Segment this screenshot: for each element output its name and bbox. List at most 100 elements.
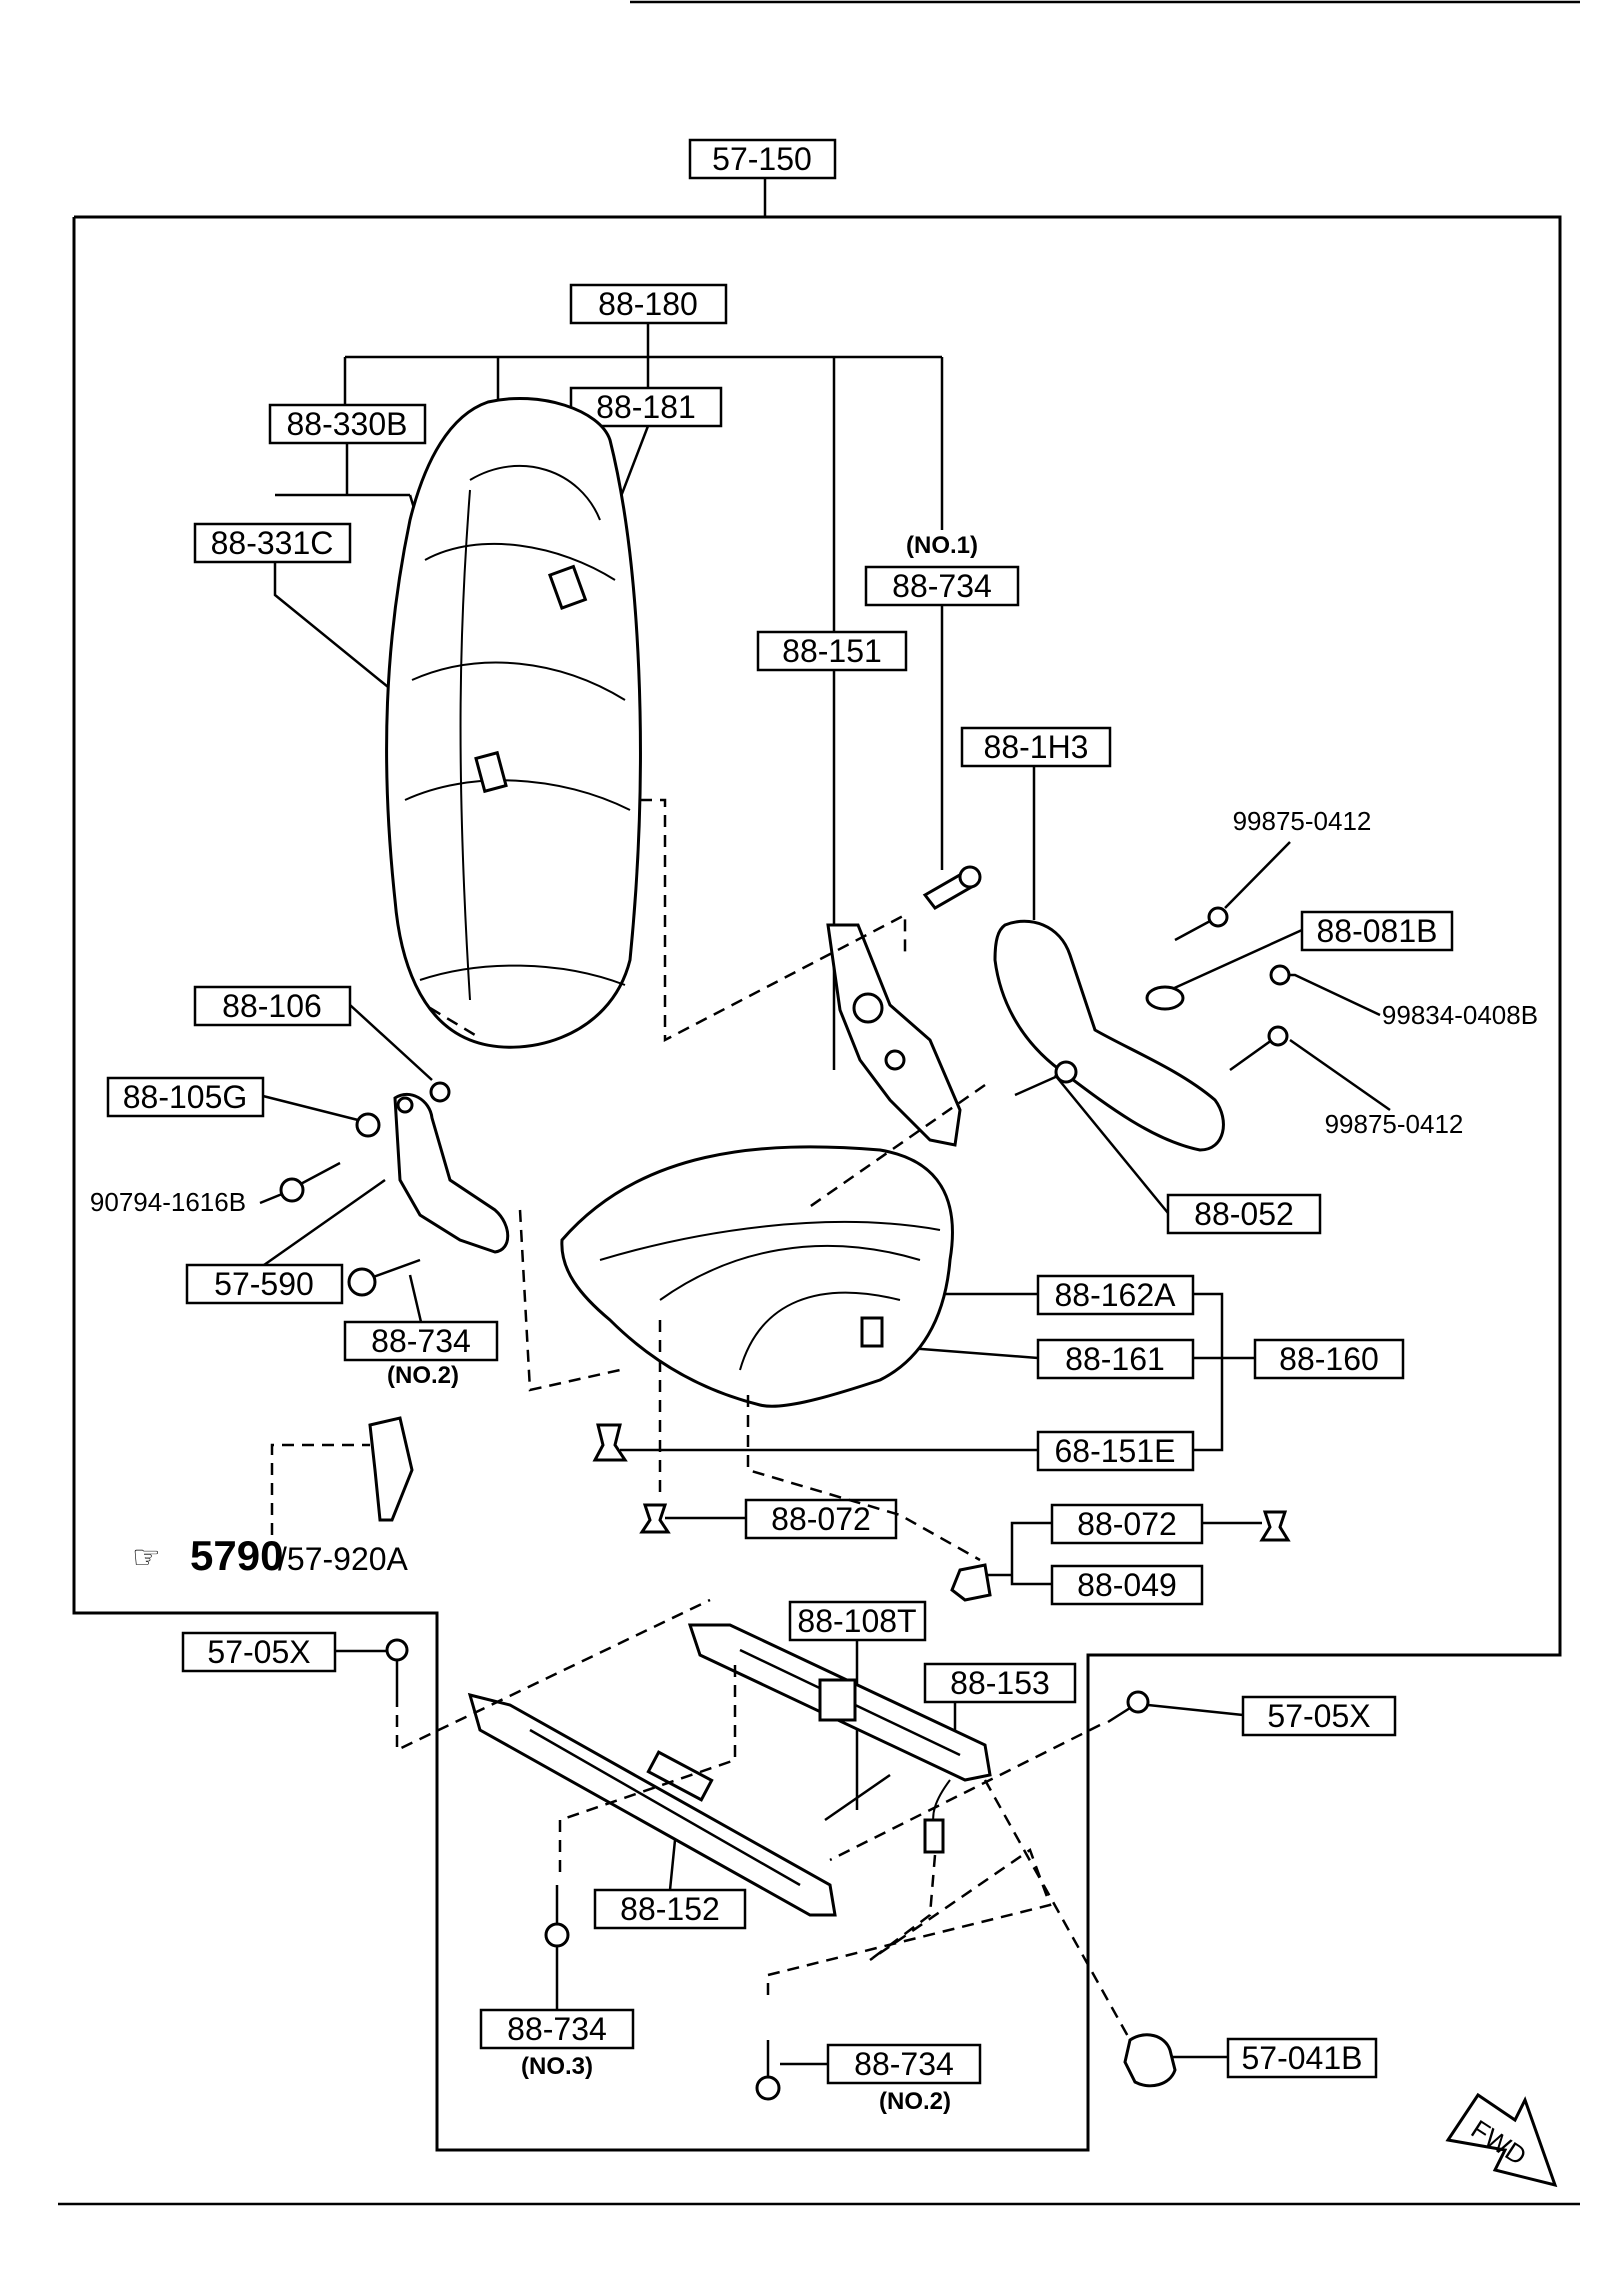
spacer-part [1014, 1060, 1078, 1097]
label-text: 88-152 [620, 1891, 720, 1927]
dash-cap [983, 1779, 1132, 2041]
label-88-105G: 88-105G [106, 1076, 265, 1118]
label-text: 88-106 [222, 988, 322, 1024]
leader-washer [349, 1004, 433, 1081]
label-screw-mid: 99834-0408B [1382, 1000, 1538, 1030]
label-88-152: 88-152 [593, 1888, 747, 1930]
label-text: 88-072 [771, 1501, 871, 1537]
label-57-590: 57-590 [185, 1263, 344, 1305]
label-text: 57-590 [214, 1266, 314, 1302]
label-text: 88-108T [797, 1603, 916, 1639]
clip-b-part [1259, 1510, 1291, 1542]
label-text: 88-081B [1317, 913, 1438, 949]
label-text: 88-734 [507, 2011, 607, 2047]
leader-screw-top [1224, 841, 1291, 909]
leader-bolt-rail-right [1147, 1703, 1244, 1717]
leader-screw-mid [1285, 973, 1381, 1017]
label-text: 88-1H3 [984, 729, 1089, 765]
label-text: 88-072 [1077, 1506, 1177, 1542]
label-text: 88-734 [892, 568, 992, 604]
rail-left-part [467, 1692, 837, 1917]
bolt-no1-note: (NO.1) [906, 532, 978, 559]
label-text: 88-734 [371, 1323, 471, 1359]
label-text: 88-162A [1055, 1277, 1177, 1313]
leader-clip-c [1010, 1521, 1052, 1586]
fwd-arrow: FWD [1445, 2092, 1558, 2188]
label-text: 88-734 [854, 2046, 954, 2082]
dash-harness [869, 1854, 937, 1961]
buckle-part [368, 1416, 414, 1522]
bolt-no1-part [922, 865, 982, 910]
knob-part [1145, 985, 1185, 1011]
dash-rail-right-bolt [829, 1723, 1101, 1862]
bolt-no3-part [544, 1885, 570, 1948]
side-cover [993, 919, 1225, 1152]
label-88-734-no3: 88-734 [479, 2008, 635, 2050]
label-68-151E: 68-151E [1036, 1430, 1195, 1472]
screw-low-part [1229, 1025, 1289, 1072]
clip-a-part [639, 1503, 671, 1534]
harness-part [923, 1779, 951, 1854]
label-57-041B: 57-041B [1226, 2037, 1378, 2079]
label-88-162A: 88-162A [1036, 1274, 1195, 1316]
label-88-072-a: 88-072 [744, 1498, 898, 1540]
bolt-no2-right-part [755, 2040, 781, 2101]
label-text: 88-331C [211, 525, 334, 561]
bolt-left-part [279, 1161, 341, 1203]
label-88-151: 88-151 [756, 630, 908, 672]
leader-ref [270, 1443, 370, 1535]
ref-arrow: ☞ [132, 1539, 161, 1575]
label-88-049: 88-049 [1050, 1564, 1204, 1606]
label-screw-low: 99875-0412 [1325, 1109, 1464, 1139]
ref-main: 5790 [190, 1532, 283, 1579]
label-text: 88-180 [598, 286, 698, 322]
label-text: 88-181 [596, 389, 696, 425]
clip-cushion-part [592, 1423, 628, 1462]
label-88-106: 88-106 [193, 985, 352, 1027]
label-88-330B: 88-330B [268, 403, 427, 445]
bolt-no2-left-part [347, 1258, 421, 1297]
label-88-734-no2-right: 88-734 [826, 2043, 982, 2085]
label-57-05X-left: 57-05X [181, 1631, 337, 1673]
bushing-part [355, 1112, 381, 1138]
leader-bolt-no2-left [408, 1274, 423, 1323]
bolt-rail-right-part [1107, 1690, 1150, 1724]
label-text: 88-153 [950, 1665, 1050, 1701]
dash-recliner-cushion [804, 1083, 986, 1212]
leader-bushing [262, 1094, 359, 1122]
label-88-1H3: 88-1H3 [960, 726, 1112, 768]
rail-right-part [687, 1623, 992, 1782]
label-88-331C: 88-331C [193, 522, 352, 564]
screw-mid-part [1269, 964, 1291, 986]
label-text: 88-330B [287, 406, 408, 442]
label-88-052: 88-052 [1166, 1193, 1322, 1235]
leader-bracket [263, 1178, 386, 1267]
label-88-108T: 88-108T [788, 1600, 927, 1642]
leader-spacer [1054, 1074, 1169, 1214]
label-text: 68-151E [1055, 1433, 1176, 1469]
label-88-160: 88-160 [1253, 1338, 1405, 1380]
label-88-180: 88-180 [569, 283, 728, 325]
leader-screw-low [1289, 1038, 1391, 1112]
recliner-frame [826, 923, 962, 1147]
label-text: 88-052 [1194, 1196, 1294, 1232]
screw-top-part [1174, 906, 1229, 942]
label-88-734-no2-left: 88-734 [343, 1320, 499, 1362]
label-bolt-left: 90794-1616B [90, 1187, 246, 1217]
label-text: 88-160 [1279, 1341, 1379, 1377]
dash-back-recliner [640, 798, 907, 1043]
label-88-734-no1: 88-734 [864, 565, 1020, 607]
dash-bracket-cushion [518, 1209, 621, 1392]
dash-rail-under-right [766, 1848, 1052, 1995]
seat-cushion [560, 1145, 954, 1408]
bolt-no2-right-note: (NO.2) [879, 2088, 951, 2115]
label-57-150: 57-150 [688, 138, 837, 180]
clip-c-part [950, 1563, 992, 1602]
label-text: 88-105G [123, 1079, 248, 1115]
label-88-161: 88-161 [1036, 1338, 1195, 1380]
label-57-05X-right: 57-05X [1241, 1695, 1397, 1737]
leader-knob [1169, 928, 1303, 992]
dash-left-bracket [429, 1006, 476, 1037]
label-text: 88-161 [1065, 1341, 1165, 1377]
